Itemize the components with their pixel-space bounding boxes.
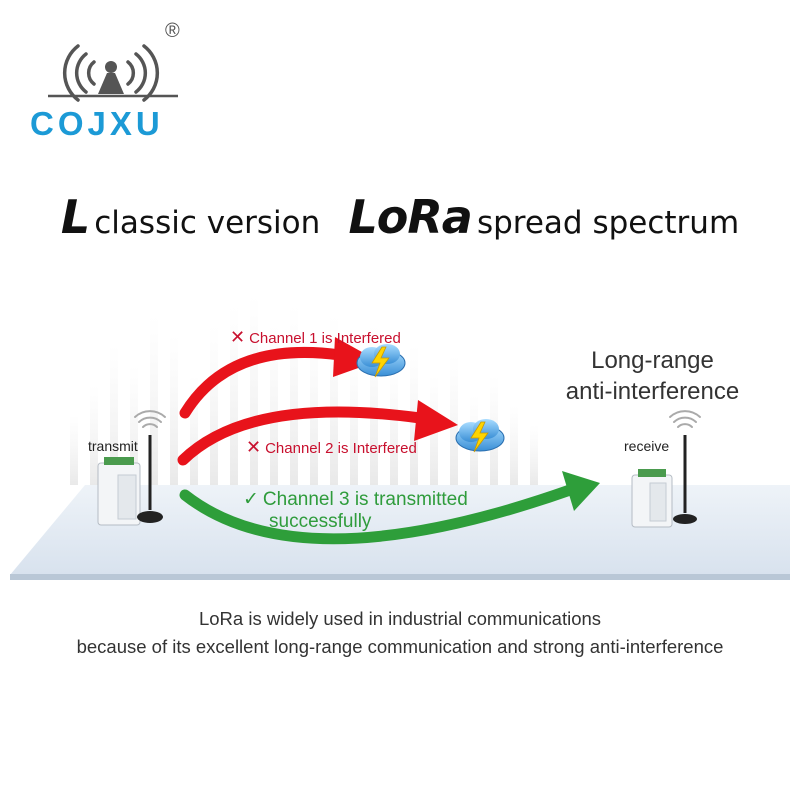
caption-line1: LoRa is widely used in industrial commun… (198, 608, 602, 629)
registered-mark: ® (165, 20, 180, 42)
channel1-arrow (179, 347, 346, 419)
headline-l-letter: L (60, 190, 90, 244)
channel2-arrow (177, 406, 426, 466)
channel1-arrowhead (333, 337, 378, 377)
channel3-text-line1: Channel 3 is transmitted (262, 489, 468, 510)
check-icon: ✓ (243, 489, 259, 510)
caption: LoRa is widely used in industrial commun… (0, 605, 800, 661)
brand-logo-icon (48, 44, 178, 102)
channel3-arrow (179, 484, 576, 545)
channel2-arrowhead (414, 400, 458, 441)
channel3-arrowhead (562, 471, 600, 511)
channel3-text-line2: successfully (269, 511, 372, 532)
long-range-line1: Long-range (591, 347, 714, 374)
receive-device-icon (631, 410, 701, 528)
transmit-label: transmit (88, 438, 138, 454)
brand-name: COJXU (30, 105, 164, 142)
receive-label: receive (624, 438, 670, 454)
long-range-label: Long-range anti-interference (540, 345, 765, 407)
floor-edge (10, 574, 790, 580)
headline-spread-text: spread spectrum (476, 205, 740, 241)
transmit-device-icon (97, 410, 166, 526)
cross-icon: ✕ (246, 437, 262, 457)
long-range-line2: anti-interference (565, 378, 740, 405)
headline-classic-text: classic version (94, 205, 321, 241)
headline-lora-word: LoRa (348, 190, 472, 244)
interference-cloud-icon (455, 419, 505, 453)
channel1-text: Channel 1 is Interfered (249, 330, 401, 347)
lora-diagram (10, 295, 790, 580)
cross-icon: ✕ (230, 327, 246, 347)
channel3-label: ✓Channel 3 is transmitted successfully (243, 489, 468, 533)
channel2-label: ✕Channel 2 is Interfered (246, 437, 417, 458)
channel2-text: Channel 2 is Interfered (265, 440, 417, 457)
channel1-label: ✕Channel 1 is Interfered (230, 327, 401, 348)
caption-line2: because of its excellent long-range comm… (76, 636, 724, 657)
interference-cloud-icon (356, 344, 406, 378)
headline: L classic version LoRa spread spectrum (0, 190, 800, 244)
